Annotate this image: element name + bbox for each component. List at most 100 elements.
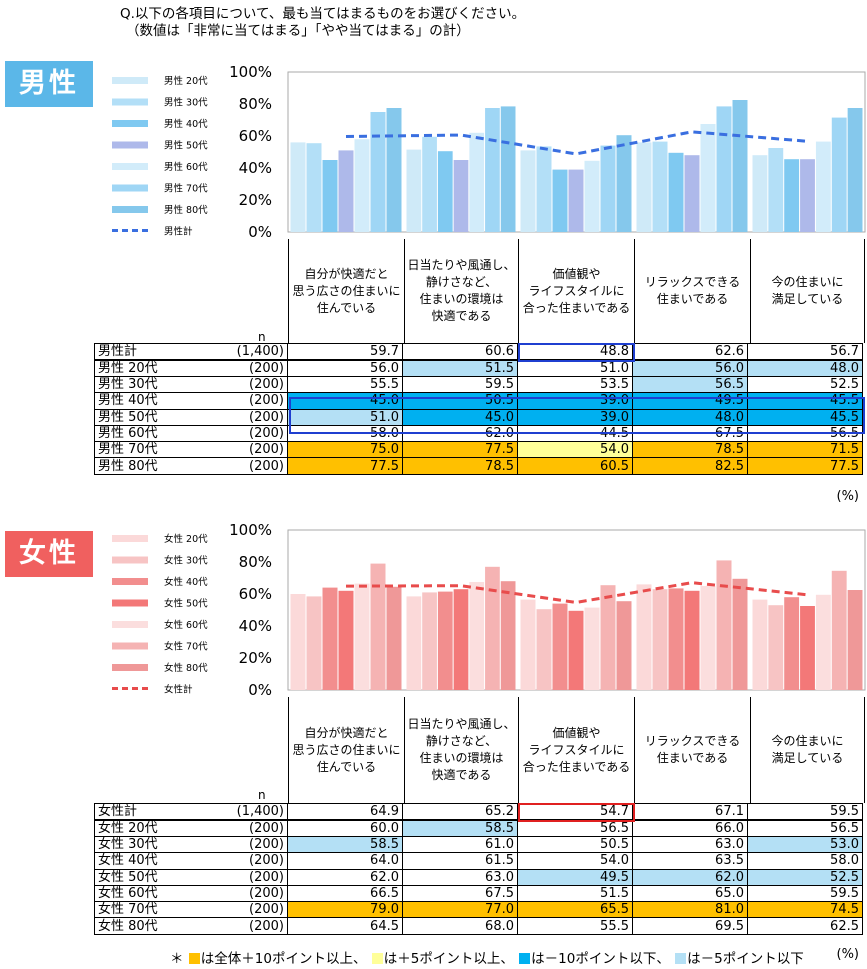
row-n: (200)	[222, 408, 288, 426]
female-legend-label: 女性 70代	[164, 641, 208, 653]
female-bar	[536, 609, 552, 690]
table-cell: 67.5	[632, 424, 748, 443]
male-plot-frame	[287, 71, 866, 233]
table-cell: 62.0	[402, 424, 518, 443]
table-cell: 64.5	[287, 917, 403, 935]
table-cell: 60.0	[287, 819, 403, 837]
female-ytick-label: 100%	[229, 521, 272, 539]
table-cell: 64.9	[287, 803, 403, 821]
table-cell: 55.5	[517, 917, 633, 935]
male-bar	[469, 132, 485, 232]
female-bar	[290, 594, 306, 690]
row-n: (1,400)	[222, 343, 288, 361]
row-n: (200)	[222, 392, 288, 410]
row-label: 男性 60代	[94, 424, 223, 443]
table-cell: 58.5	[287, 835, 403, 854]
row-label: 男性 40代	[94, 392, 223, 410]
table-cell: 52.5	[747, 868, 863, 886]
male-column-header: リラックスできる 住まいである	[634, 239, 750, 343]
light-blue-swatch-icon	[675, 953, 687, 964]
male-bar	[306, 143, 322, 232]
table-cell: 78.5	[632, 441, 748, 459]
male-legend-label: 男性計	[164, 226, 193, 238]
row-label: 男性 20代	[94, 359, 223, 377]
table-cell: 59.5	[402, 375, 518, 394]
female-bar	[800, 606, 815, 690]
male-legend-swatch	[112, 77, 148, 84]
male-bar	[485, 108, 500, 232]
row-label: 女性 20代	[94, 819, 223, 837]
table-cell: 54.0	[517, 852, 633, 870]
male-bar	[800, 159, 815, 232]
female-ytick-label: 80%	[239, 553, 272, 571]
table-cell: 51.5	[517, 884, 633, 903]
female-bar	[422, 592, 437, 690]
row-label: 男性計	[94, 343, 223, 361]
male-ytick-label: 0%	[248, 223, 272, 241]
female-bar	[568, 610, 584, 690]
row-label: 女性 40代	[94, 852, 223, 870]
column-header-text: 価値観や ライフスタイルに 合った住まいである	[522, 725, 631, 774]
row-label: 男性 50代	[94, 408, 223, 426]
table-cell: 66.0	[632, 819, 748, 837]
male-bar	[847, 108, 863, 232]
female-legend-swatch	[112, 599, 148, 607]
female-column-header: 価値観や ライフスタイルに 合った住まいである	[518, 697, 634, 803]
table-cell: 65.5	[517, 901, 633, 919]
table-cell: 59.5	[747, 803, 863, 821]
male-legend-swatch	[112, 120, 148, 127]
male-bar	[652, 141, 668, 232]
male-bar	[500, 106, 516, 232]
table-cell: 50.5	[402, 392, 518, 410]
table-cell: 53.5	[517, 375, 633, 394]
table-cell: 81.0	[632, 901, 748, 919]
table-cell: 56.5	[747, 819, 863, 837]
male-bar	[584, 160, 600, 232]
male-bar	[752, 155, 768, 232]
table-cell: 75.0	[287, 441, 403, 459]
column-header-text: 日当たりや風通し、 静けさなど、 住まいの環境は 快適である	[407, 258, 516, 323]
male-legend-label: 男性 50代	[164, 140, 208, 152]
table-cell: 78.5	[402, 457, 518, 475]
row-label: 男性 30代	[94, 375, 223, 394]
male-legend-label: 男性 30代	[164, 97, 208, 109]
table-cell: 77.5	[402, 441, 518, 459]
table-cell: 67.5	[402, 884, 518, 903]
male-legend-swatch	[112, 184, 148, 192]
orange-swatch-icon	[188, 953, 200, 964]
table-cell: 82.5	[632, 457, 748, 475]
row-label: 女性 80代	[94, 917, 223, 935]
male-ytick-label: 40%	[239, 159, 272, 177]
female-legend-label: 女性 80代	[164, 662, 208, 674]
table-cell: 77.0	[402, 901, 518, 919]
male-badge: 男性	[5, 61, 93, 107]
blue-swatch-icon	[519, 953, 531, 964]
column-header-text: 価値観や ライフスタイルに 合った住まいである	[522, 266, 631, 315]
table-cell: 58.0	[287, 424, 403, 443]
male-ytick-label: 60%	[239, 127, 272, 145]
male-column-header: 自分が快適だと 思う広さの住まいに 住んでいる	[288, 239, 404, 343]
female-bar	[636, 584, 652, 690]
male-bar	[700, 124, 716, 232]
table-cell: 54.0	[517, 441, 633, 459]
female-legend-label: 女性 30代	[164, 555, 208, 567]
male-bar	[616, 135, 632, 232]
female-ytick-label: 60%	[239, 585, 272, 603]
table-cell: 39.0	[517, 408, 633, 426]
table-cell: 45.0	[402, 408, 518, 426]
female-legend-swatch	[112, 642, 148, 650]
female-bar	[784, 597, 800, 690]
male-ytick-label: 20%	[239, 191, 272, 209]
male-bar	[815, 141, 831, 232]
male-bar	[322, 160, 338, 232]
table-cell: 39.0	[517, 392, 633, 410]
female-bar	[370, 563, 386, 690]
table-cell: 54.7	[517, 803, 633, 821]
